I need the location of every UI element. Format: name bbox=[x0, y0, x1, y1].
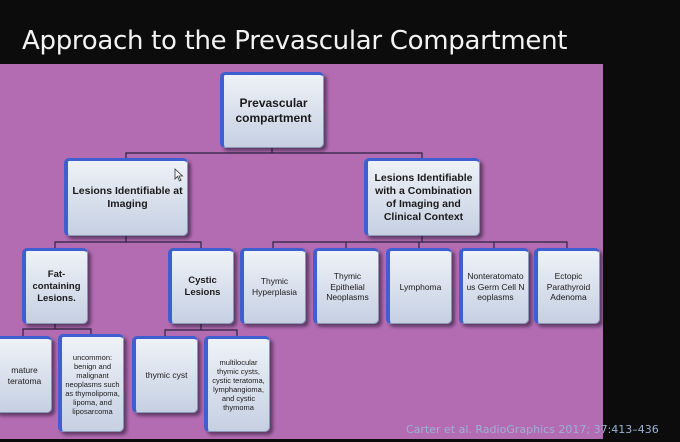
connector-imaging bbox=[54, 236, 202, 248]
node-cystic-lesions: Cystic Lesions bbox=[168, 248, 234, 324]
node-ectopic-parathyroid-adenoma: Ectopic Parathyroid Adenoma bbox=[534, 248, 600, 324]
mouse-cursor-icon bbox=[174, 168, 184, 182]
slide-title: Approach to the Prevascular Compartment bbox=[22, 26, 568, 56]
node-thymic-epithelial-neoplasms: Thymic Epithelial Neoplasms bbox=[313, 248, 379, 324]
connector-root bbox=[125, 148, 423, 158]
node-lesions-imaging-and-clinical-context: Lesions Identifiable with a Combination … bbox=[364, 158, 480, 236]
connector-fat bbox=[22, 324, 92, 336]
node-prevascular-compartment: Prevascular compartment bbox=[220, 72, 324, 148]
node-mature-teratoma: mature teratoma bbox=[0, 336, 52, 413]
node-nonteratomatous-germ-cell-neoplasms: Nonteratomatous Germ Cell Neoplasms bbox=[459, 248, 529, 324]
citation: Carter et al. RadioGraphics 2017; 37:413… bbox=[406, 423, 659, 436]
node-thymic-cyst: thymic cyst bbox=[132, 336, 198, 413]
connector-combination bbox=[272, 236, 568, 248]
node-uncommon-fat-neoplasms: uncommon: benign and malignant neoplasms… bbox=[58, 334, 124, 432]
node-lymphoma: Lymphoma bbox=[386, 248, 452, 324]
node-lesions-identifiable-at-imaging: Lesions Identifiable at Imaging bbox=[64, 158, 188, 236]
node-thymic-hyperplasia: Thymic Hyperplasia bbox=[240, 248, 306, 324]
connector-cystic bbox=[164, 324, 238, 336]
node-fat-containing-lesions: Fat-containing Lesions. bbox=[22, 248, 88, 324]
node-multilocular-thymic-cysts: multilocular thymic cysts, cystic terato… bbox=[204, 336, 270, 432]
